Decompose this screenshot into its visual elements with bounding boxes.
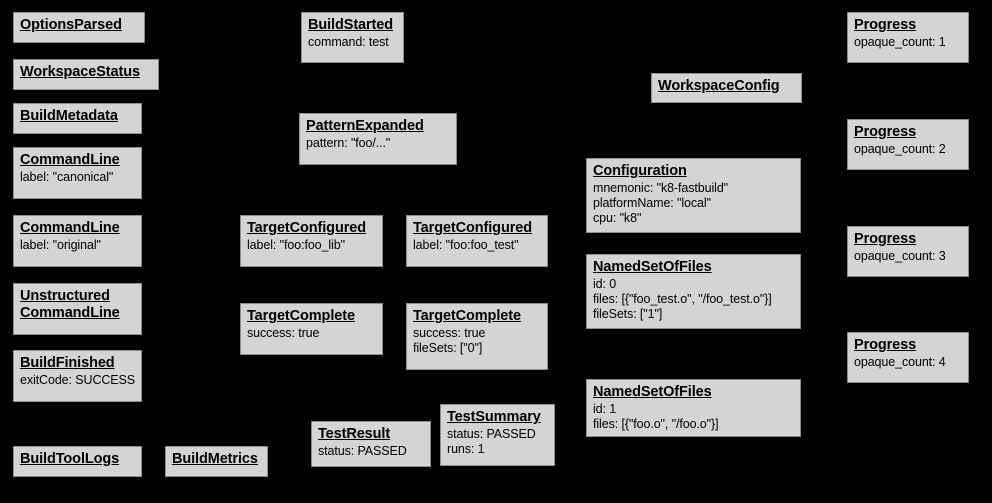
event-node-progress-3[interactable]: Progress opaque_count: 3 <box>847 226 969 277</box>
event-node-fields: exitCode: SUCCESS <box>20 373 135 388</box>
event-node-command-line-canonical[interactable]: CommandLine label: "canonical" <box>13 147 142 199</box>
event-node-fields: opaque_count: 2 <box>854 142 962 157</box>
event-node-title: NamedSetOfFiles <box>593 259 712 275</box>
event-node-field: command: test <box>308 35 389 49</box>
event-node-field: opaque_count: 1 <box>854 35 946 49</box>
event-node-title: NamedSetOfFiles <box>593 384 712 400</box>
event-node-field: platformName: "local" <box>593 196 711 210</box>
event-node-field: opaque_count: 4 <box>854 355 946 369</box>
event-node-field: exitCode: SUCCESS <box>20 373 136 387</box>
event-node-field: pattern: "foo/..." <box>306 136 391 150</box>
event-node-build-finished[interactable]: BuildFinished exitCode: SUCCESS <box>13 350 142 402</box>
event-node-fields: opaque_count: 1 <box>854 35 962 50</box>
event-node-fields: command: test <box>308 35 397 50</box>
event-node-test-result[interactable]: TestResult status: PASSED <box>311 421 431 467</box>
event-node-title: Progress <box>854 124 917 140</box>
event-node-progress-1[interactable]: Progress opaque_count: 1 <box>847 12 969 63</box>
event-node-title: Progress <box>854 337 917 353</box>
event-node-field: id: 1 <box>593 402 617 416</box>
event-node-field: files: [{"foo.o", "/foo.o"}] <box>593 417 719 431</box>
event-node-unstructured-command-line[interactable]: Unstructured CommandLine <box>13 283 142 335</box>
event-node-field: id: 0 <box>593 277 617 291</box>
event-node-target-configured-foo-lib[interactable]: TargetConfigured label: "foo:foo_lib" <box>240 215 383 267</box>
event-node-title: WorkspaceConfig <box>658 78 780 94</box>
event-node-fields: opaque_count: 4 <box>854 355 962 370</box>
event-node-progress-4[interactable]: Progress opaque_count: 4 <box>847 332 969 383</box>
event-node-field: opaque_count: 3 <box>854 249 946 263</box>
event-node-title: TargetComplete <box>413 308 521 324</box>
event-node-title: BuildToolLogs <box>20 451 120 467</box>
event-node-target-complete-lib[interactable]: TargetComplete success: true <box>240 303 383 355</box>
event-node-title: PatternExpanded <box>306 118 424 134</box>
event-node-fields: pattern: "foo/..." <box>306 136 450 151</box>
event-node-field: runs: 1 <box>447 442 485 456</box>
event-node-field: success: true <box>247 326 320 340</box>
event-node-title: Unstructured CommandLine <box>20 288 120 321</box>
event-node-title: TargetComplete <box>247 308 355 324</box>
event-node-build-started[interactable]: BuildStarted command: test <box>301 12 404 63</box>
event-node-fields: mnemonic: "k8-fastbuild"platformName: "l… <box>593 181 794 226</box>
event-node-fields: label: "original" <box>20 238 135 253</box>
event-node-fields: status: PASSED <box>318 444 424 459</box>
event-node-title: Progress <box>854 231 917 247</box>
event-node-title: WorkspaceStatus <box>20 64 140 80</box>
event-node-fields: success: true <box>247 326 376 341</box>
event-node-build-metrics[interactable]: BuildMetrics <box>165 446 268 477</box>
event-node-fields: label: "foo:foo_test" <box>413 238 541 253</box>
event-node-field: label: "foo:foo_test" <box>413 238 519 252</box>
event-node-title: Progress <box>854 17 917 33</box>
event-node-field: files: [{"foo_test.o", "/foo_test.o"}] <box>593 292 772 306</box>
event-node-fields: label: "canonical" <box>20 170 135 185</box>
event-node-options-parsed[interactable]: OptionsParsed <box>13 12 145 43</box>
event-node-title: Configuration <box>593 163 687 179</box>
event-node-title: CommandLine <box>20 220 120 236</box>
event-node-workspace-config[interactable]: WorkspaceConfig <box>651 73 802 103</box>
event-node-fields: opaque_count: 3 <box>854 249 962 264</box>
event-node-field: mnemonic: "k8-fastbuild" <box>593 181 729 195</box>
event-node-field: label: "foo:foo_lib" <box>247 238 345 252</box>
event-node-title: TestResult <box>318 426 391 442</box>
event-node-field: label: "original" <box>20 238 101 252</box>
event-node-title: BuildFinished <box>20 355 115 371</box>
event-node-field: opaque_count: 2 <box>854 142 946 156</box>
event-node-fields: label: "foo:foo_lib" <box>247 238 376 253</box>
event-node-pattern-expanded[interactable]: PatternExpanded pattern: "foo/..." <box>299 113 457 165</box>
event-node-progress-2[interactable]: Progress opaque_count: 2 <box>847 119 969 170</box>
event-node-field: label: "canonical" <box>20 170 114 184</box>
event-node-title: TestSummary <box>447 409 541 425</box>
event-node-field: fileSets: ["1"] <box>593 307 663 321</box>
event-node-field: status: PASSED <box>447 427 536 441</box>
event-node-field: fileSets: ["0"] <box>413 341 483 355</box>
event-node-build-metadata[interactable]: BuildMetadata <box>13 103 142 134</box>
event-node-title: BuildMetadata <box>20 108 118 124</box>
event-node-build-tool-logs[interactable]: BuildToolLogs <box>13 446 142 477</box>
event-node-field: cpu: "k8" <box>593 211 642 225</box>
event-node-title: TargetConfigured <box>247 220 366 236</box>
event-node-title: BuildMetrics <box>172 451 258 467</box>
event-node-title: BuildStarted <box>308 17 394 33</box>
event-node-command-line-original[interactable]: CommandLine label: "original" <box>13 215 142 267</box>
event-node-configuration[interactable]: Configuration mnemonic: "k8-fastbuild"pla… <box>586 158 801 233</box>
event-node-field: status: PASSED <box>318 444 407 458</box>
event-node-title: OptionsParsed <box>20 17 122 33</box>
event-node-target-configured-foo-test[interactable]: TargetConfigured label: "foo:foo_test" <box>406 215 548 267</box>
event-node-title: TargetConfigured <box>413 220 532 236</box>
event-node-title: CommandLine <box>20 152 120 168</box>
event-node-field: success: true <box>413 326 486 340</box>
event-node-workspace-status[interactable]: WorkspaceStatus <box>13 59 159 90</box>
